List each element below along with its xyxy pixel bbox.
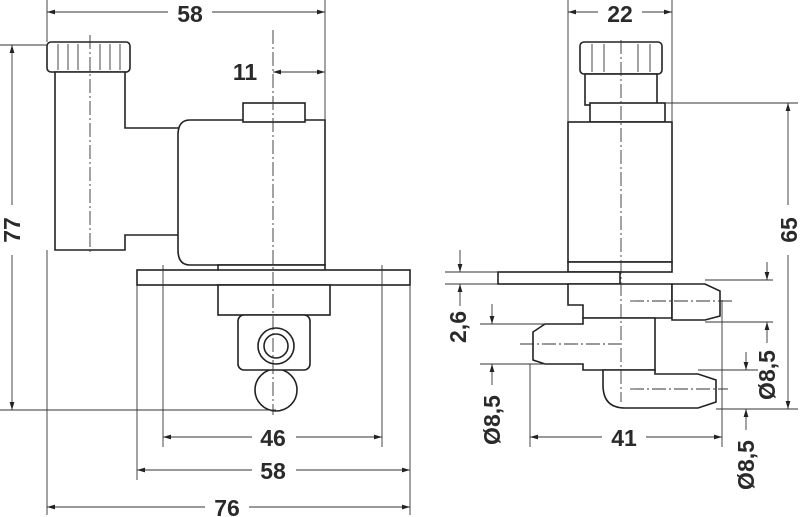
dim-65: 65 bbox=[776, 217, 800, 243]
dim-76: 76 bbox=[214, 495, 240, 517]
mounting-plate bbox=[497, 271, 621, 285]
coil bbox=[177, 119, 326, 266]
coil-base bbox=[567, 261, 673, 273]
dim-left-port-dia: Ø8,5 bbox=[479, 395, 505, 445]
dim-46: 46 bbox=[260, 425, 286, 451]
dim-22: 22 bbox=[607, 1, 633, 27]
dim-77: 77 bbox=[0, 217, 25, 243]
dim-2-6: 2,6 bbox=[445, 311, 471, 343]
connector-cap bbox=[46, 41, 131, 73]
dim-58-plate: 58 bbox=[260, 458, 286, 484]
connector-body bbox=[54, 71, 181, 251]
nut bbox=[242, 102, 306, 123]
dim-lower-port-dia: Ø8,5 bbox=[733, 440, 759, 490]
side-dimensions: 22 65 2,6 Ø8,5 Ø8,5 Ø8,5 41 bbox=[445, 0, 800, 490]
port-hole-inner bbox=[263, 333, 289, 359]
valve-body bbox=[217, 284, 331, 316]
lower-port bbox=[254, 368, 298, 412]
dim-11: 11 bbox=[233, 59, 258, 85]
nut bbox=[589, 102, 666, 123]
mounting-plate bbox=[136, 269, 411, 286]
dim-58-top: 58 bbox=[177, 1, 203, 27]
coil bbox=[567, 121, 673, 263]
dim-41: 41 bbox=[611, 425, 637, 451]
dim-upper-port-dia: Ø8,5 bbox=[754, 350, 780, 400]
side-view bbox=[497, 40, 735, 409]
upper-port bbox=[671, 283, 721, 321]
front-dimensions: 58 11 77 46 58 76 bbox=[0, 0, 411, 517]
front-view bbox=[46, 30, 411, 415]
